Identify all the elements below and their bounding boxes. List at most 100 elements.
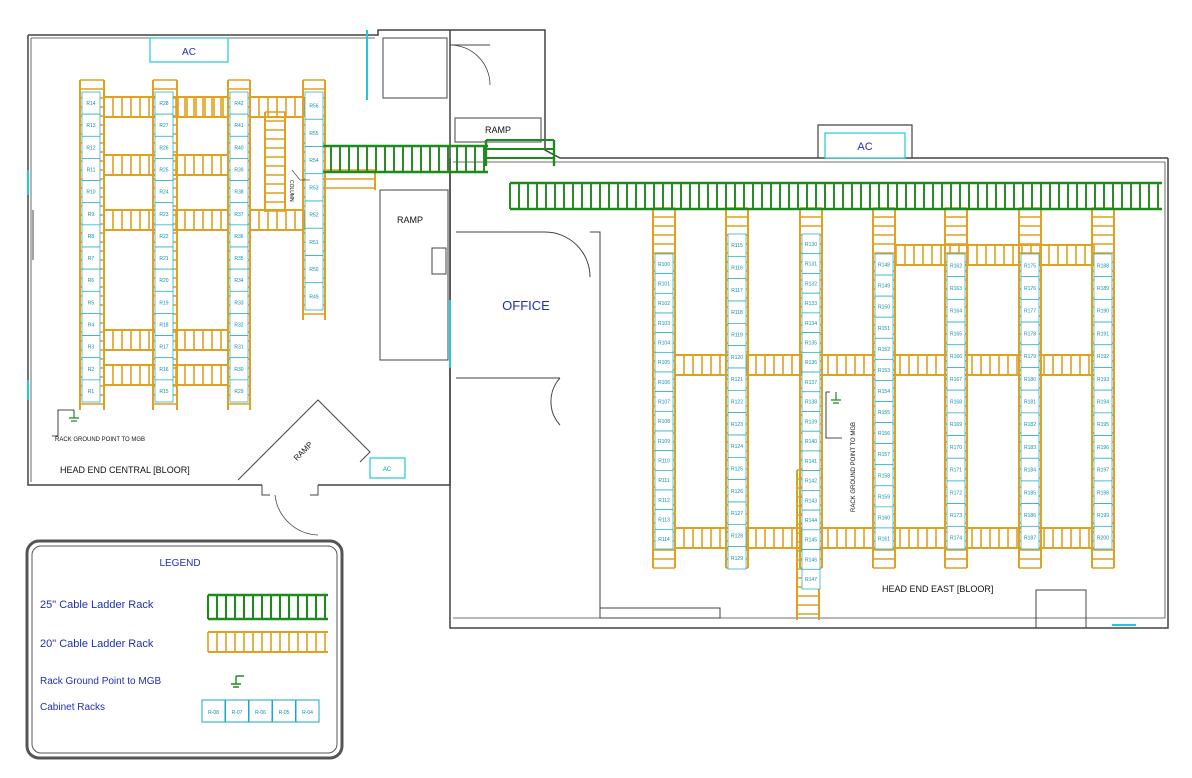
cabinet-rack-label: R189	[1097, 286, 1109, 292]
cabinet-rack-label: R6	[88, 278, 95, 284]
cabinet-rack-label: R14	[86, 101, 95, 107]
cabinet-rack-label: R129	[731, 556, 743, 562]
legend-cabinet-label: R-05	[279, 710, 290, 716]
cabinet-rack	[654, 528, 674, 550]
cabinet-rack	[81, 379, 101, 403]
cabinet-rack-label: R181	[1024, 400, 1036, 406]
cabinet-rack-label: R187	[1024, 536, 1036, 542]
cabinet-rack-label: R9	[88, 212, 95, 218]
legend-ground-symbol	[231, 675, 244, 688]
cabinet-rack-label: R134	[805, 321, 817, 327]
cabinet-rack-label: R142	[805, 479, 817, 485]
cabinet-rack-label: R178	[1024, 331, 1036, 337]
legend-swatch-20	[207, 631, 328, 653]
cabinet-rack-label: R116	[731, 266, 743, 272]
cabinet-rack-label: R145	[805, 538, 817, 544]
cabinet-rack-label: R138	[805, 400, 817, 406]
cabinet-rack-label: R130	[805, 242, 817, 248]
cabinet-rack-label: R172	[950, 490, 962, 496]
cabinet-rack	[801, 568, 821, 590]
cabinet-rack-label: R125	[731, 467, 743, 473]
cabinet-rack-label: R22	[159, 234, 168, 240]
cabinet-rack-label: R184	[1024, 468, 1036, 474]
cabinet-rack-label: R103	[658, 321, 670, 327]
legend-20-ladder	[207, 631, 328, 653]
cabinet-rack	[727, 546, 747, 570]
cabinet-rack-label: R155	[878, 410, 890, 416]
cabinet-rack-label: R167	[950, 377, 962, 383]
cabinet-rack-label: R143	[805, 498, 817, 504]
cabinet-rack-label: R13	[86, 123, 95, 129]
cabinet-rack-label: R128	[731, 534, 743, 540]
cabinet-racks-central: R14R13R12R11R10R9R8R7R6R5R4R3R2R1R28R27R…	[81, 91, 324, 403]
cabinet-rack-label: R179	[1024, 354, 1036, 360]
cabinet-rack-label: R185	[1024, 490, 1036, 496]
cabinet-rack-label: R112	[658, 498, 670, 504]
legend-cabinet	[295, 699, 320, 723]
cabinet-rack-label: R110	[658, 459, 670, 465]
cabinet-rack-label: R19	[159, 300, 168, 306]
cabinet-rack-label: R152	[878, 347, 890, 353]
cabinet-rack-label: R148	[878, 263, 890, 269]
legend: LEGEND 25" Cable Ladder Rack 20" Cable L…	[25, 539, 344, 760]
rack-row-central-2: R28R27R26R25R24R23R22R21R20R19R18R17R16R…	[154, 91, 174, 403]
ac-central-bottom-label: AC	[383, 467, 392, 473]
cabinet-rack-label: R20	[159, 278, 168, 284]
cabinet-rack-label: R190	[1097, 309, 1109, 315]
ladder-central-row-mid-right	[249, 209, 305, 231]
cabinet-rack-label: R149	[878, 284, 890, 290]
cabinet-rack	[874, 527, 894, 550]
cabinet-rack-label: R176	[1024, 286, 1036, 292]
cabinet-rack-label: R140	[805, 439, 817, 445]
rack-row-east-5: R162R163R164R165R166R167R168R169R170R171…	[946, 253, 966, 550]
cabinet-rack-label: R194	[1097, 400, 1109, 406]
cabinet-rack	[154, 379, 174, 403]
cable-ladders-25in	[321, 139, 1162, 211]
cabinet-rack-label: R191	[1097, 331, 1109, 337]
cabinet-rack-label: R173	[950, 513, 962, 519]
cabinet-rack-label: R114	[658, 537, 670, 543]
ladder-25-trunk-riser	[484, 139, 556, 166]
ramp-diagonal-label: RAMP	[292, 440, 315, 463]
cabinet-rack-label: R108	[658, 419, 670, 425]
cabinet-rack-label: R122	[731, 400, 743, 406]
cabinet-rack-label: R37	[234, 212, 243, 218]
cabinet-rack-label: R126	[731, 489, 743, 495]
cabinet-rack	[946, 525, 966, 550]
legend-swatch-25	[206, 593, 328, 621]
cabinet-rack-label: R1	[88, 389, 95, 395]
cabinet-rack-label: R15	[159, 389, 168, 395]
ground-central-label: RACK GROUND POINT TO MGB	[55, 437, 145, 443]
cabinet-rack-label: R109	[658, 439, 670, 445]
legend-cabinet-label: R-04	[302, 710, 313, 716]
cabinet-rack-label: R199	[1097, 513, 1109, 519]
cabinet-rack-label: R131	[805, 262, 817, 268]
ladder-central-row-top-right	[249, 96, 305, 118]
ramp-middle-label: RAMP	[397, 215, 423, 225]
cabinet-rack-label: R200	[1097, 536, 1109, 542]
cabinet-rack-label: R183	[1024, 445, 1036, 451]
cabinet-rack-label: R186	[1024, 513, 1036, 519]
rack-row-east-1: R100R101R102R103R104R105R106R107R108R109…	[654, 253, 674, 550]
legend-cabinet-label: R-06	[255, 710, 266, 716]
legend-title: LEGEND	[159, 558, 200, 569]
ladder-25-trunk-east	[509, 181, 1162, 211]
cabinet-rack-label: R33	[234, 300, 243, 306]
cabinet-rack-label: R42	[234, 101, 243, 107]
cabinet-rack-label: R55	[309, 131, 318, 137]
cabinet-rack-label: R174	[950, 536, 962, 542]
cabinet-rack-label: R137	[805, 380, 817, 386]
cabinet-rack-label: R192	[1097, 354, 1109, 360]
cabinet-rack-label: R120	[731, 355, 743, 361]
cabinet-rack-label: R54	[309, 158, 318, 164]
ground-east-label: RACK GROUND POINT TO MGB	[851, 422, 857, 512]
head-end-central-label: HEAD END CENTRAL [BLOOR]	[60, 465, 190, 475]
cabinet-rack-label: R188	[1097, 263, 1109, 269]
cabinet-rack-label: R196	[1097, 445, 1109, 451]
cabinet-rack-label: R193	[1097, 377, 1109, 383]
legend-item-cabinet: Cabinet Racks	[40, 702, 105, 713]
cabinet-rack-label: R28	[159, 101, 168, 107]
cabinet-rack-label: R27	[159, 123, 168, 129]
cabinet-rack	[304, 282, 324, 311]
